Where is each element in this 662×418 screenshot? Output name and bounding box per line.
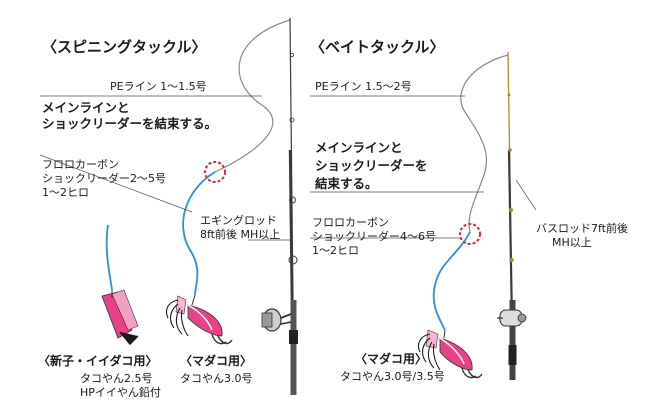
spinning-knot-note-2: ショックリーダーを結束する。	[42, 116, 218, 131]
spinning-madako-spec: タコやん3.0号	[180, 372, 253, 385]
bait-rod	[507, 51, 517, 381]
bait-madako-spec: タコやん3.0号/3.5号	[340, 370, 445, 383]
bait-madako-lure	[417, 329, 483, 379]
bait-leader-3: 1〜2ヒロ	[312, 244, 359, 257]
spinning-leader-line	[182, 171, 216, 296]
bait-leader-line	[432, 231, 471, 331]
spinning-rod	[288, 17, 298, 396]
spinning-rod-2: 8ft前後 MH以上	[200, 228, 281, 241]
spinning-leader-3: 1〜2ヒロ	[42, 186, 89, 199]
bait-pe-line-label: PEライン 1.5〜2号	[315, 80, 412, 93]
bait-knot-note-2: ショックリーダーを	[315, 158, 428, 173]
spinning-leader-1: フロロカーボン	[42, 158, 119, 171]
spinning-leader-pointer	[39, 154, 193, 213]
bait-madako-title: 〈マダコ用〉	[355, 352, 428, 366]
spinning-leader-2: ショックリーダー2〜5号	[42, 172, 166, 185]
bait-heading: 〈ベイトタックル〉	[310, 38, 445, 56]
bait-knot-note-1: メインラインと	[315, 140, 403, 155]
bait-reel	[497, 309, 527, 327]
spinning-madako-title: 〈マダコ用〉	[180, 354, 253, 368]
small-lure-spec-1: タコやん2.5号	[80, 372, 153, 385]
bait-main-line	[460, 54, 509, 233]
spinning-rod-1: エギングロッド	[200, 214, 277, 227]
bait-leader-1: フロロカーボン	[312, 216, 389, 229]
spinning-main-line	[214, 19, 291, 173]
spinning-pe-line-label: PEライン 1〜1.5号	[110, 80, 207, 93]
bait-knot-note-3: 結束する。	[315, 176, 378, 191]
spinning-heading: 〈スピニングタックル〉	[42, 38, 207, 56]
bait-rod-pointer	[515, 179, 537, 211]
bait-rod-1: バスロッド7ft前後	[536, 222, 628, 235]
bait-rod-2: MH以上	[552, 236, 592, 249]
spinning-reel	[261, 308, 292, 332]
spinning-knot-marker	[204, 161, 226, 183]
spinning-madako-lure	[165, 294, 233, 345]
small-lure	[101, 289, 139, 346]
bait-leader-2: ショックリーダー4〜6号	[312, 230, 436, 243]
bait-knot-marker	[459, 223, 481, 245]
spinning-knot-note-1: メインラインと	[42, 100, 130, 115]
small-lure-spec-2: HPイイやん鉛付	[80, 386, 161, 399]
small-lure-line	[105, 224, 113, 291]
small-lure-title: 〈新子・イイダコ用〉	[38, 354, 158, 368]
